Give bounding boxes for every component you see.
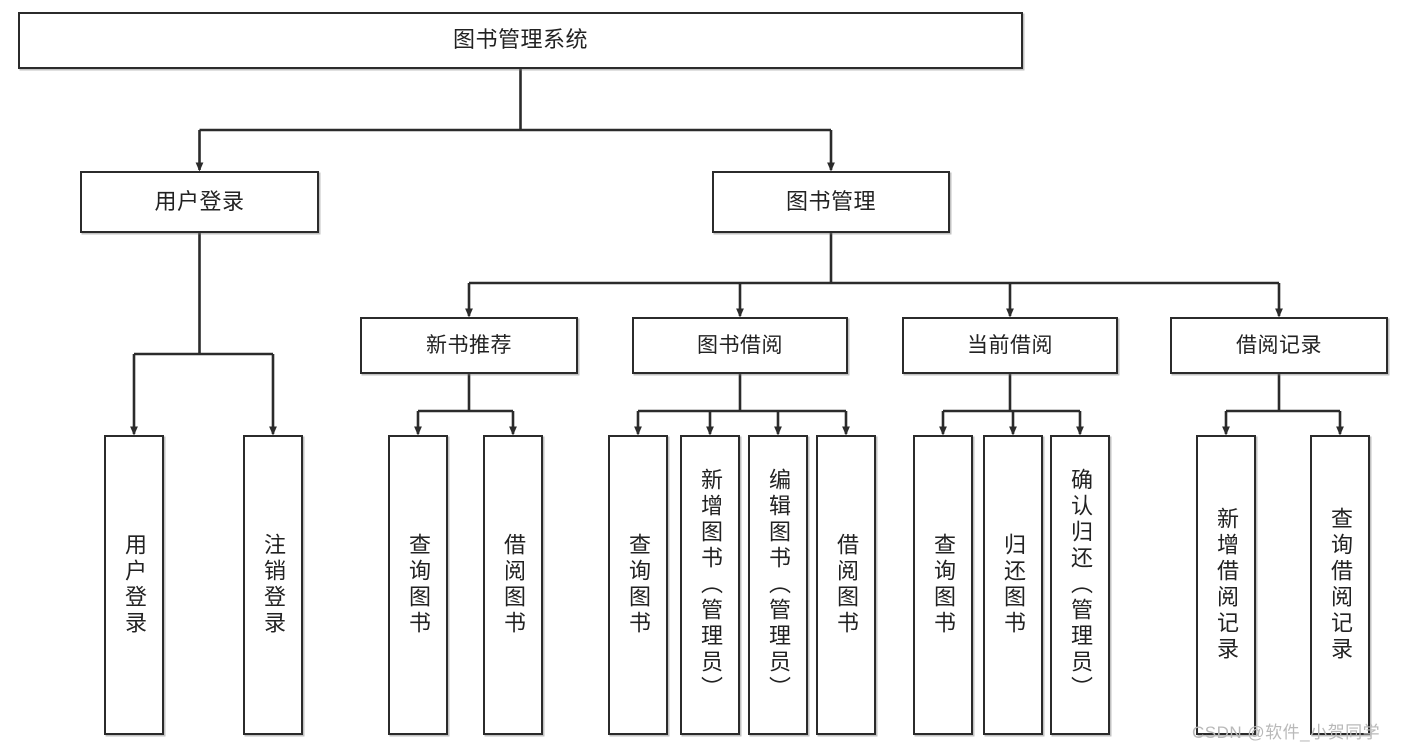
node-label-current: 当前借阅: [967, 333, 1053, 357]
node-label-records: 借阅记录: [1236, 333, 1322, 357]
node-leaf-nb-query[interactable]: 查询图书: [388, 435, 448, 735]
node-leaf-cu-query[interactable]: 查询图书: [913, 435, 973, 735]
node-label-leaf-user-logout: 注销登录: [261, 533, 286, 637]
node-leaf-user-logout[interactable]: 注销登录: [243, 435, 303, 735]
node-leaf-nb-borrow[interactable]: 借阅图书: [483, 435, 543, 735]
node-label-borrow: 图书借阅: [697, 333, 783, 357]
node-label-newbook: 新书推荐: [426, 333, 512, 357]
node-leaf-bw-query[interactable]: 查询图书: [608, 435, 668, 735]
node-newbook[interactable]: 新书推荐: [360, 317, 578, 374]
node-leaf-rc-query[interactable]: 查询借阅记录: [1310, 435, 1370, 735]
node-leaf-bw-add[interactable]: 新增图书（管理员）: [680, 435, 740, 735]
edge-group: [130, 69, 1344, 436]
node-leaf-user-login[interactable]: 用户登录: [104, 435, 164, 735]
node-label-root: 图书管理系统: [452, 27, 588, 53]
node-records[interactable]: 借阅记录: [1170, 317, 1388, 374]
csdn-watermark: CSDN @软件_小贺同学: [1192, 723, 1381, 742]
node-label-leaf-nb-borrow: 借阅图书: [501, 533, 526, 637]
node-label-leaf-rc-add: 新增借阅记录: [1214, 507, 1239, 663]
node-label-leaf-cu-return: 归还图书: [1001, 533, 1026, 637]
node-label-leaf-bw-add: 新增图书（管理员）: [698, 468, 723, 702]
node-label-leaf-cu-confirm: 确认归还（管理员）: [1068, 468, 1093, 702]
node-label-leaf-bw-query: 查询图书: [626, 533, 651, 637]
node-login[interactable]: 用户登录: [80, 171, 319, 233]
node-borrow[interactable]: 图书借阅: [632, 317, 848, 374]
node-label-leaf-cu-query: 查询图书: [931, 533, 956, 637]
node-leaf-bw-edit[interactable]: 编辑图书（管理员）: [748, 435, 808, 735]
node-label-leaf-nb-query: 查询图书: [406, 533, 431, 637]
node-label-leaf-user-login: 用户登录: [122, 533, 147, 637]
node-leaf-cu-confirm[interactable]: 确认归还（管理员）: [1050, 435, 1110, 735]
node-leaf-rc-add[interactable]: 新增借阅记录: [1196, 435, 1256, 735]
node-leaf-cu-return[interactable]: 归还图书: [983, 435, 1043, 735]
node-bookmgmt[interactable]: 图书管理: [712, 171, 950, 233]
node-label-leaf-bw-edit: 编辑图书（管理员）: [766, 468, 791, 702]
node-root[interactable]: 图书管理系统: [18, 12, 1023, 69]
node-current[interactable]: 当前借阅: [902, 317, 1118, 374]
node-leaf-bw-borrow[interactable]: 借阅图书: [816, 435, 876, 735]
node-label-leaf-bw-borrow: 借阅图书: [834, 533, 859, 637]
node-label-login: 用户登录: [154, 188, 245, 214]
node-label-bookmgmt: 图书管理: [785, 188, 876, 214]
node-label-leaf-rc-query: 查询借阅记录: [1328, 507, 1353, 663]
